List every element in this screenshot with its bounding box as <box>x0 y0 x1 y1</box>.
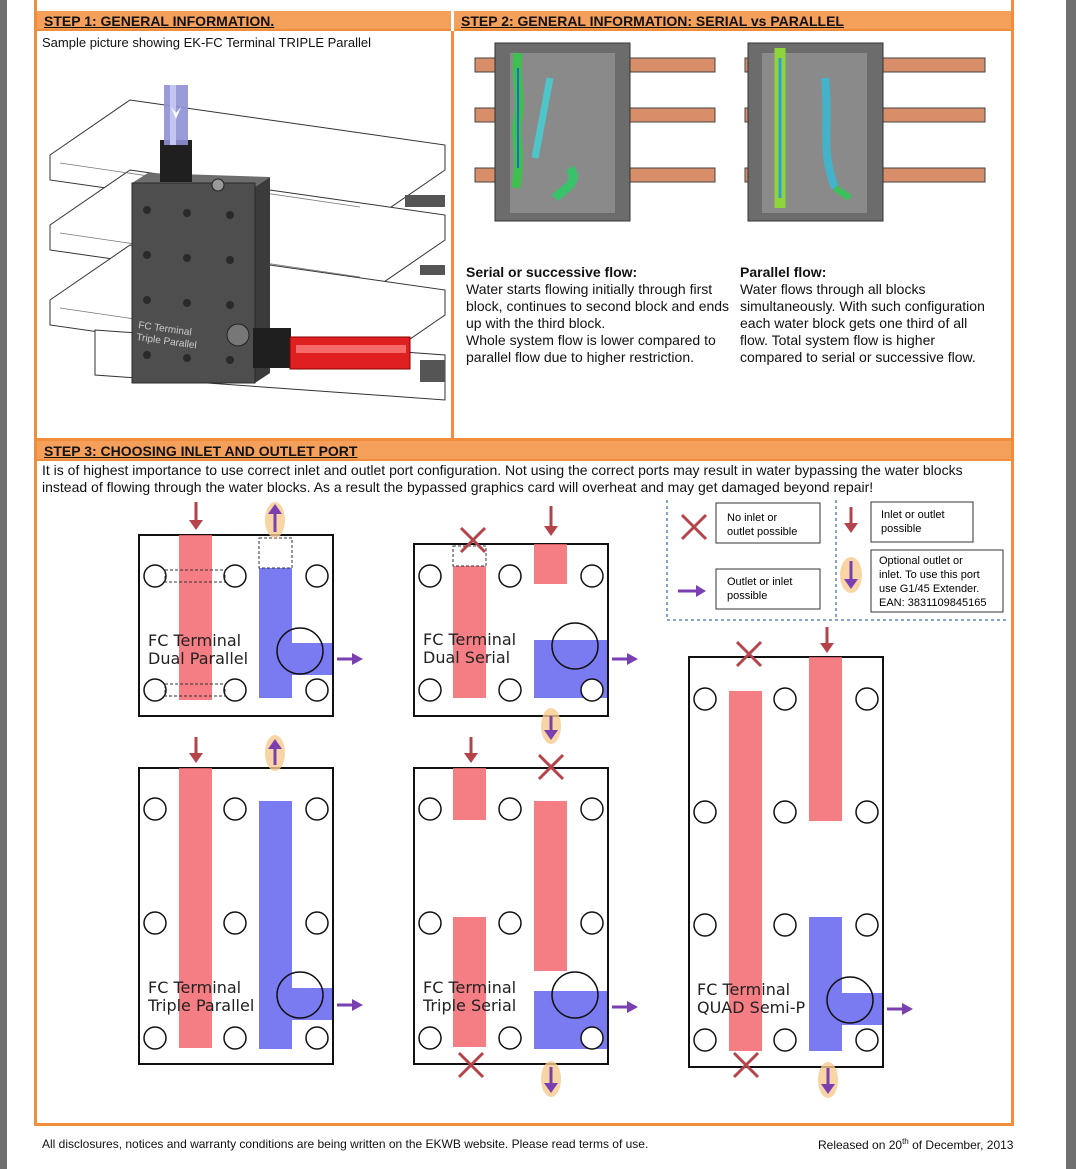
legend-optional-3: use G1/45 Extender. <box>879 583 979 595</box>
card-triple-serial: FC Terminal Triple Serial <box>413 737 638 1097</box>
card-triple-parallel: FC Terminal Triple Parallel <box>138 735 363 1065</box>
step3-header: STEP 3: CHOOSING INLET AND OUTLET PORT <box>37 441 1011 461</box>
legend-optional-2: inlet. To use this port <box>879 569 980 581</box>
release-prefix: Released on 20 <box>818 1138 903 1152</box>
serial-line: block, continues to second block and end… <box>466 298 730 314</box>
terminal-render: FC Terminal Triple Parallel <box>49 85 446 401</box>
serial-flow-render <box>474 42 716 222</box>
step1-header: STEP 1: GENERAL INFORMATION. <box>37 11 451 31</box>
page-frame <box>34 0 1014 1126</box>
card-label-line2: QUAD Semi-P <box>697 998 805 1017</box>
step2-header: STEP 2: GENERAL INFORMATION: SERIAL vs P… <box>454 11 1011 31</box>
card-dual-parallel: FC Terminal Dual Parallel <box>138 502 363 717</box>
column-divider <box>451 31 454 440</box>
parallel-line: simultaneously. With such configuration <box>740 298 985 314</box>
serial-line: Water starts flowing initially through f… <box>466 281 713 297</box>
card-label-line2: Triple Serial <box>422 996 516 1015</box>
step3-title: STEP 3: CHOOSING INLET AND OUTLET PORT <box>44 443 358 459</box>
card-label-line1: FC Terminal <box>697 980 790 999</box>
legend-in-out-1: Inlet or outlet <box>881 509 945 521</box>
card-dual-serial: FC Terminal Dual Serial <box>413 506 638 744</box>
serial-line: Whole system flow is lower compared to <box>466 332 716 348</box>
serial-heading: Serial or successive flow: <box>466 264 638 280</box>
release-suffix: of December, 2013 <box>908 1138 1014 1152</box>
card-label-line2: Dual Parallel <box>148 649 248 668</box>
parallel-line: Water flows through all blocks <box>740 281 926 297</box>
card-label-line1: FC Terminal <box>423 630 516 649</box>
step1-title: STEP 1: GENERAL INFORMATION. <box>44 13 275 29</box>
step3-intro-1: It is of highest importance to use corre… <box>42 462 963 478</box>
viewer-edge-right <box>1066 0 1076 1169</box>
parallel-line: each water block gets one third of all <box>740 315 968 331</box>
card-label-line2: Triple Parallel <box>147 996 254 1015</box>
serial-line: parallel flow due to higher restriction. <box>466 349 695 365</box>
parallel-line: compared to serial or successive flow. <box>740 349 976 365</box>
card-label-line1: FC Terminal <box>148 978 241 997</box>
parallel-line: flow. Total system flow is higher <box>740 332 936 348</box>
release-sup: th <box>902 1137 909 1146</box>
step1-caption: Sample picture showing EK-FC Terminal TR… <box>42 35 371 50</box>
serial-flow-text: Serial or successive flow: Water starts … <box>466 264 736 366</box>
legend-optional-4: EAN: 3831109845165 <box>879 597 986 609</box>
viewer-edge-left <box>0 0 7 1169</box>
section-divider <box>37 438 1011 441</box>
footer-disclaimer: All disclosures, notices and warranty co… <box>42 1137 649 1151</box>
legend-optional-1: Optional outlet or <box>879 555 963 567</box>
parallel-heading: Parallel flow: <box>740 264 827 280</box>
card-label-line1: FC Terminal <box>148 631 241 650</box>
parallel-flow-text: Parallel flow: Water flows through all b… <box>740 264 1010 366</box>
parallel-flow-render <box>744 42 986 222</box>
port-legend: No inlet or outlet possible Inlet or out… <box>666 500 1007 621</box>
step3-intro-2: instead of flowing through the water blo… <box>42 479 874 495</box>
legend-in-out-2: possible <box>881 523 921 535</box>
legend-no-port-2: outlet possible <box>727 526 797 538</box>
legend-no-port-1: No inlet or <box>727 512 777 524</box>
legend-out-in-1: Outlet or inlet <box>727 576 792 588</box>
step2-title: STEP 2: GENERAL INFORMATION: SERIAL vs P… <box>461 13 844 29</box>
card-label-line1: FC Terminal <box>423 978 516 997</box>
legend-out-in-2: possible <box>727 590 767 602</box>
card-quad-semi-p: FC Terminal QUAD Semi-P <box>688 627 913 1098</box>
serial-line: up with the third block. <box>466 315 606 331</box>
footer-release-date: Released on 20th of December, 2013 <box>818 1137 1013 1152</box>
card-label-line2: Dual Serial <box>423 648 510 667</box>
